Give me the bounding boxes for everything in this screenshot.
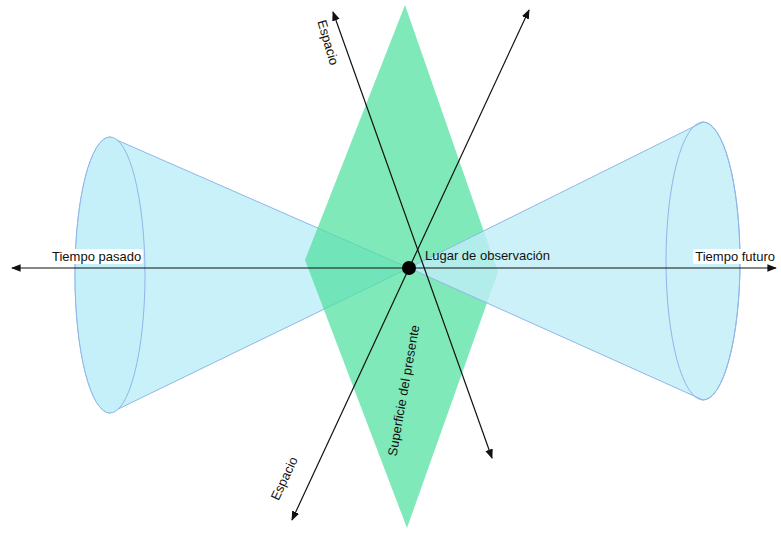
point-label: Lugar de observación	[425, 248, 550, 263]
space-axis	[292, 10, 529, 520]
observation-point	[402, 261, 416, 275]
time-axis	[12, 267, 776, 268]
past-cone-base	[75, 137, 145, 413]
space-axis	[333, 12, 492, 458]
axis-label: Espacio	[267, 454, 300, 502]
axis-label: Tiempo pasado	[50, 249, 143, 264]
future-cone	[409, 122, 740, 400]
axis-label: Tiempo futuro	[693, 249, 777, 264]
